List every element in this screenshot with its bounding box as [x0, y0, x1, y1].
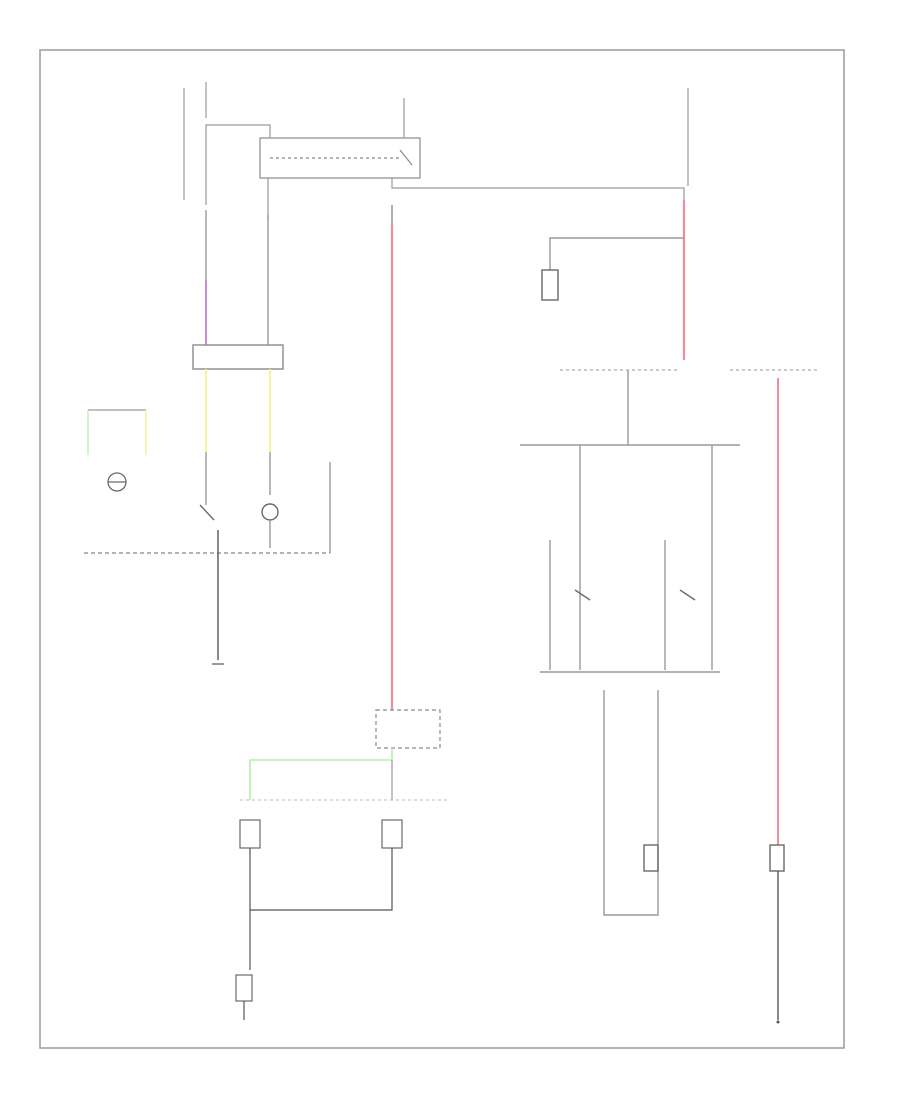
right-sensor [381, 819, 403, 849]
left-circuit [84, 210, 331, 660]
diagram-frame [39, 49, 845, 1049]
top-feed-wires [183, 82, 689, 220]
relay-block [259, 137, 421, 179]
bottom-diode [235, 974, 253, 1002]
right-circuit [520, 200, 820, 1024]
small-relay [541, 269, 559, 301]
center-circuit [235, 205, 450, 1020]
unit-box [375, 709, 441, 749]
control-module [192, 344, 284, 370]
far-right-lamp [769, 844, 785, 872]
left-sensor [239, 819, 261, 849]
indicator-lamp [261, 503, 279, 521]
door-lamp [643, 844, 659, 872]
illumination-circuit [87, 409, 147, 492]
